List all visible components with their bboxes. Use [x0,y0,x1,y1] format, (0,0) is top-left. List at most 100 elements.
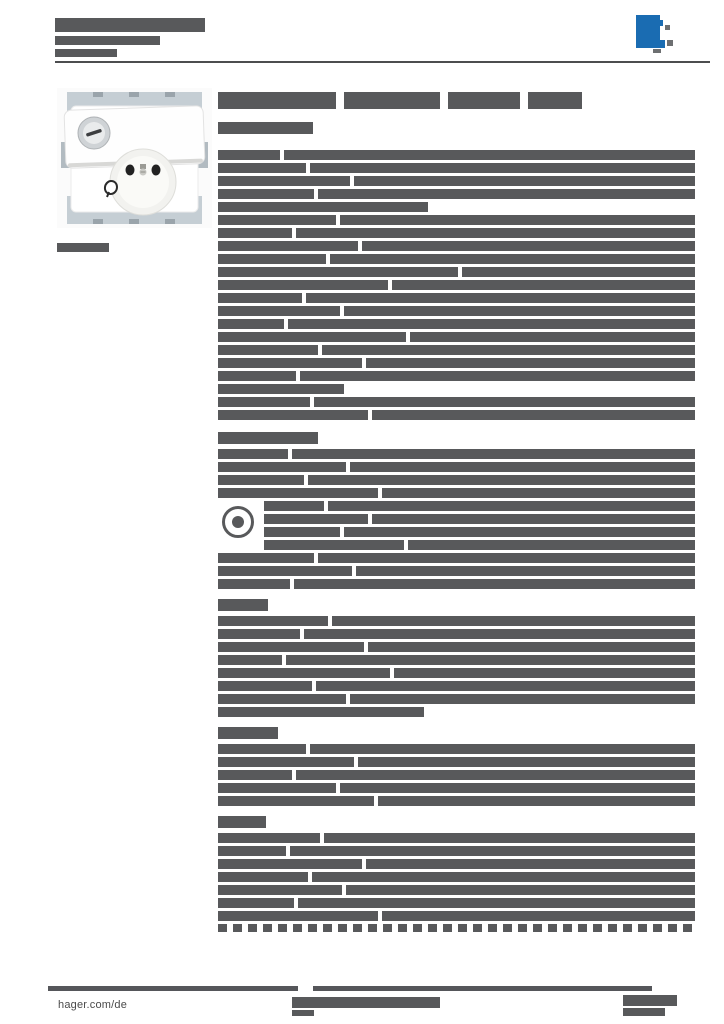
section-heading-redacted [218,432,318,444]
subtitle-bar-redacted [218,122,313,134]
spec-row-redacted [218,668,695,678]
spec-row-redacted [218,267,695,277]
spec-label-redacted [218,911,378,921]
spec-row-redacted [218,616,695,626]
spec-value-redacted [322,345,695,355]
spec-row-redacted [218,629,695,639]
spec-label-redacted [218,885,342,895]
spec-row-redacted [218,228,695,238]
spec-row-redacted [218,553,695,563]
spec-row-redacted [218,449,695,459]
spec-label-redacted [264,514,368,524]
spec-value-redacted [356,566,695,576]
spec-label-redacted [218,553,314,563]
spec-value-redacted [292,449,695,459]
footer-rule-segment [48,986,298,991]
spec-value-redacted [366,358,695,368]
spec-label-redacted [218,707,424,717]
spec-section [218,501,695,550]
spec-value-redacted [344,527,695,537]
spec-value-redacted [306,293,695,303]
spec-label-redacted [218,241,358,251]
spec-label-redacted [218,332,406,342]
spec-row-redacted [218,150,695,160]
spec-value-redacted [350,694,695,704]
spec-label-redacted [218,397,310,407]
spec-label-redacted [218,898,294,908]
spec-value-redacted [298,898,695,908]
doc-title-line-redacted [55,36,160,45]
spec-value-redacted [296,228,695,238]
spec-label-redacted [218,280,388,290]
spec-row-redacted [218,885,695,895]
spec-value-redacted [354,176,695,186]
spec-row-redacted [218,293,695,303]
spec-row-redacted [218,202,695,212]
hager-logo [629,13,677,59]
spec-label-redacted [218,358,362,368]
spec-row-redacted [218,911,695,921]
product-title-redacted [218,92,695,109]
spec-label-redacted [218,694,346,704]
header-rule [55,61,710,63]
spec-value-redacted [304,629,695,639]
spec-label-redacted [218,681,312,691]
spec-row-redacted [218,384,695,394]
spec-value-redacted [312,872,695,882]
spec-row-redacted [218,410,695,420]
spec-row-redacted [218,796,695,806]
spec-section [218,553,695,589]
spec-label-redacted [218,189,314,199]
spec-row-redacted [218,241,695,251]
footer-page-info-redacted [623,995,677,1018]
spec-value-redacted [408,540,695,550]
title-word-redacted [344,92,440,109]
spec-row-redacted [218,371,695,381]
spec-label-redacted [218,410,368,420]
spec-value-redacted [314,397,695,407]
spec-value-redacted [318,189,695,199]
spec-value-redacted [290,846,695,856]
spec-row-redacted [218,215,695,225]
spec-label-redacted [218,833,320,843]
spec-value-redacted [340,215,695,225]
spec-value-redacted [310,163,695,173]
spec-row-redacted [218,475,695,485]
spec-sections [218,150,695,932]
spec-value-redacted [310,744,695,754]
spec-row-redacted [218,319,695,329]
spec-row-redacted [218,280,695,290]
spec-label-redacted [218,642,364,652]
spec-value-redacted [362,241,695,251]
site-url-link[interactable]: hager.com/de [58,999,128,1011]
spec-value-redacted [372,410,695,420]
hager-logo-icon [636,15,673,53]
spec-row-redacted [218,770,695,780]
spec-value-redacted [300,371,695,381]
spec-row-redacted [218,345,695,355]
spec-value-redacted [330,254,695,264]
spec-label-redacted [218,267,458,277]
title-word-redacted [218,92,336,109]
spec-label-redacted [218,744,306,754]
spec-row-redacted [218,859,695,869]
spec-value-redacted [284,150,695,160]
spec-value-redacted [308,475,695,485]
spec-value-redacted [328,501,695,511]
document-title-redacted [55,18,205,61]
spec-label-redacted [264,527,340,537]
spec-row-redacted [218,254,695,264]
spec-label-redacted [218,449,288,459]
spec-label-redacted [218,757,354,767]
spec-value-redacted [286,655,695,665]
spec-label-redacted [218,770,292,780]
certification-icon [222,506,254,538]
spec-label-redacted [218,254,326,264]
spec-row-redacted [218,488,695,498]
spec-value-redacted [392,280,695,290]
product-reference-redacted [57,243,113,252]
spec-label-redacted [218,629,300,639]
spec-value-redacted [296,770,695,780]
product-photo [57,88,212,228]
spec-row-redacted [218,694,695,704]
